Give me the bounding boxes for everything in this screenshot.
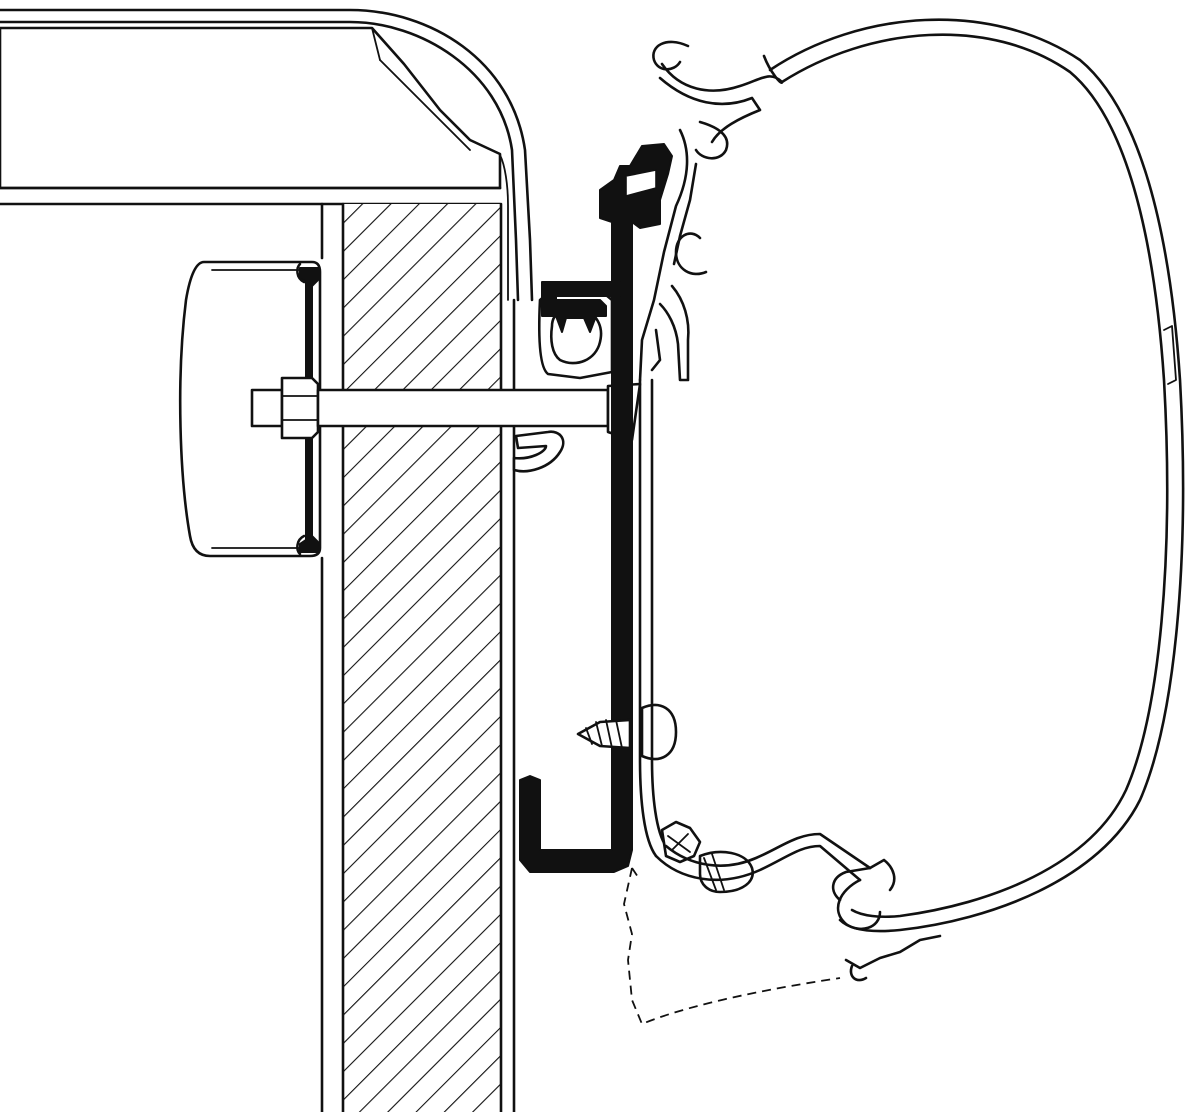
awning-case	[768, 18, 1185, 933]
rounded-roof-edge-trim	[0, 8, 534, 302]
wood-screw	[576, 703, 678, 761]
mounting-rail-c-channel	[512, 288, 614, 473]
vehicle-side-wall	[320, 202, 516, 1112]
dashed-outline-lower-case	[623, 867, 841, 1026]
adapter-bracket	[519, 143, 673, 873]
interior-backing-plate	[178, 260, 322, 558]
awning-mounting-profile	[638, 40, 784, 858]
end-clip	[654, 820, 942, 982]
vehicle-roof-panel	[0, 26, 502, 206]
